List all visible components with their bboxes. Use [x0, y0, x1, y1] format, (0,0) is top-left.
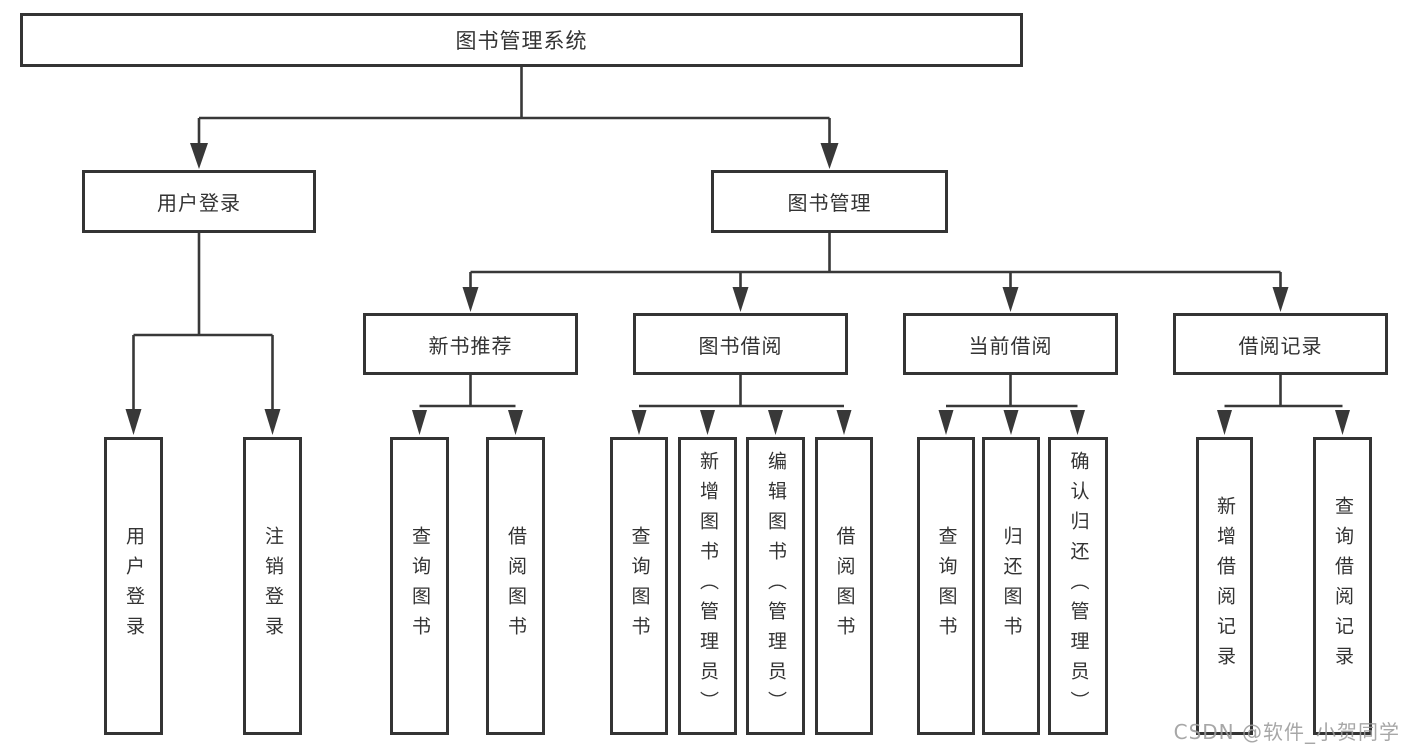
leaf-edit-books-admin: 编辑图书（管理员） [746, 437, 805, 735]
node-label: 确认归还（管理员） [1067, 451, 1090, 721]
node-borrow-records: 借阅记录 [1173, 313, 1388, 375]
node-label: 编辑图书（管理员） [765, 451, 787, 721]
node-label: 归还图书 [1000, 526, 1023, 646]
arrow-down-icon [1002, 287, 1019, 312]
leaf-query-books-recommend: 查询图书 [390, 437, 449, 735]
node-label: 查询图书 [935, 526, 958, 646]
node-user-login: 用户登录 [82, 170, 316, 233]
arrow-down-icon [125, 409, 142, 435]
node-label: 借阅图书 [833, 526, 856, 646]
leaf-user-login: 用户登录 [104, 437, 163, 735]
node-root: 图书管理系统 [20, 13, 1023, 67]
node-label: 图书管理系统 [455, 29, 588, 53]
leaf-add-borrow-record: 新增借阅记录 [1196, 437, 1253, 735]
leaf-borrow-books: 借阅图书 [815, 437, 873, 735]
leaf-confirm-return-admin: 确认归还（管理员） [1048, 437, 1108, 735]
arrow-down-icon [1003, 410, 1019, 435]
arrow-down-icon [462, 287, 479, 312]
arrow-down-icon [938, 410, 954, 435]
node-current-borrowing: 当前借阅 [903, 313, 1118, 375]
arrow-down-icon [768, 410, 783, 435]
arrow-down-icon [1335, 410, 1350, 435]
node-new-book-recommend: 新书推荐 [363, 313, 578, 375]
arrow-down-icon [412, 410, 427, 435]
csdn-watermark: CSDN @软件_小贺同学 [1173, 720, 1400, 744]
node-label: 借阅记录 [1238, 333, 1323, 358]
leaf-query-books-borrowing: 查询图书 [610, 437, 668, 735]
leaf-query-books-current: 查询图书 [917, 437, 975, 735]
leaf-add-books-admin: 新增图书（管理员） [678, 437, 737, 735]
arrow-down-icon [508, 410, 523, 435]
arrow-down-icon [1217, 410, 1232, 435]
node-book-borrowing: 图书借阅 [633, 313, 848, 375]
node-label: 查询图书 [409, 526, 431, 646]
node-label: 注销登录 [262, 526, 284, 646]
node-label: 查询图书 [628, 526, 651, 646]
arrow-down-icon [631, 410, 647, 435]
arrow-down-icon [1070, 410, 1085, 435]
arrow-down-icon [732, 287, 749, 312]
arrow-down-icon [1272, 287, 1289, 312]
node-label: 用户登录 [123, 526, 145, 646]
arrow-down-icon [264, 409, 281, 435]
node-book-management: 图书管理 [711, 170, 948, 233]
node-label: 新增图书（管理员） [697, 451, 719, 721]
leaf-logout: 注销登录 [243, 437, 302, 735]
leaf-query-borrow-record: 查询借阅记录 [1313, 437, 1372, 735]
arrow-down-icon [820, 143, 839, 169]
node-label: 查询借阅记录 [1332, 496, 1354, 676]
node-label: 当前借阅 [968, 333, 1053, 358]
node-label: 图书借阅 [698, 333, 783, 358]
node-label: 新增借阅记录 [1214, 496, 1236, 676]
node-label: 新书推荐 [428, 333, 513, 358]
leaf-return-books: 归还图书 [982, 437, 1040, 735]
leaf-borrow-books-recommend: 借阅图书 [486, 437, 545, 735]
arrow-down-icon [836, 410, 852, 435]
node-label: 用户登录 [157, 191, 241, 215]
node-label: 借阅图书 [505, 526, 527, 646]
node-label: 图书管理 [787, 191, 872, 215]
arrow-down-icon [700, 410, 715, 435]
arrow-down-icon [190, 143, 208, 169]
